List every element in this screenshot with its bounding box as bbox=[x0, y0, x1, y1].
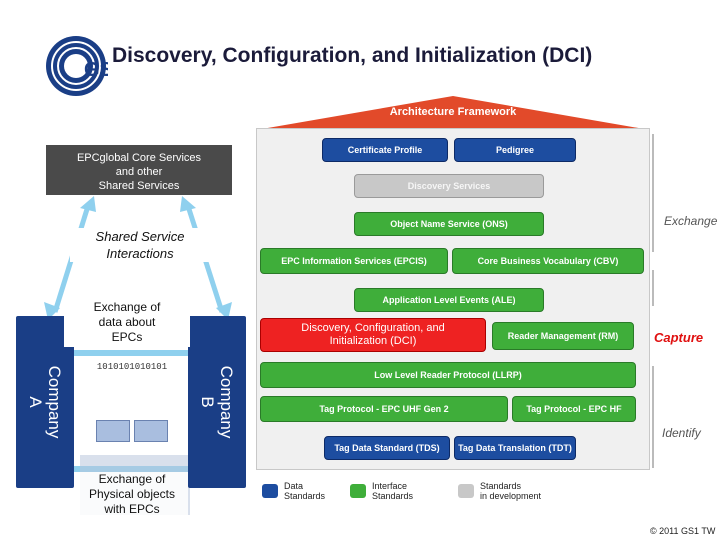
uhf-block: Tag Protocol - EPC UHF Gen 2 bbox=[260, 396, 508, 422]
legend-development-swatch bbox=[458, 484, 474, 498]
company-b-line-2: B bbox=[198, 396, 217, 408]
architecture-roof bbox=[256, 96, 650, 130]
exchange-phys-line-2: Physical objects bbox=[88, 487, 176, 501]
exchange-divider bbox=[652, 134, 654, 252]
llrp-block: Low Level Reader Protocol (LLRP) bbox=[260, 362, 636, 388]
pallet-icon bbox=[134, 420, 168, 442]
exchange-data-line-2: data about bbox=[98, 315, 156, 329]
discovery-services-block: Discovery Services bbox=[354, 174, 544, 198]
exchange-data-line-1: Exchange of bbox=[93, 300, 161, 314]
copyright-text: © 2011 GS1 TW bbox=[650, 526, 716, 536]
company-b-label: Company B bbox=[198, 327, 236, 477]
dci-block: Discovery, Configuration, and Initializa… bbox=[260, 318, 486, 352]
binary-stream: 1010101010101 bbox=[96, 362, 168, 372]
capture-label: Capture bbox=[654, 330, 704, 345]
pedigree-block: Pedigree bbox=[454, 138, 576, 162]
legend-interface-swatch bbox=[350, 484, 366, 498]
identify-label: Identify bbox=[662, 426, 701, 440]
identify-divider bbox=[652, 366, 654, 468]
legend-data-swatch bbox=[262, 484, 278, 498]
company-a-line-1: Company bbox=[45, 365, 64, 439]
legend-development-line-1: Standards bbox=[480, 481, 522, 491]
core-line-3: Shared Services bbox=[98, 180, 180, 192]
exchange-label: Exchange bbox=[664, 214, 718, 228]
company-a-label: Company A bbox=[26, 327, 64, 477]
company-a-line-2: A bbox=[26, 396, 45, 408]
epcis-block: EPC Information Services (EPCIS) bbox=[260, 248, 448, 274]
legend-interface-label: Interface Standards bbox=[372, 481, 413, 501]
shared-line-2: Interactions bbox=[106, 246, 174, 261]
exchange-data-label: Exchange of data about EPCs bbox=[64, 298, 190, 347]
core-line-1: EPCglobal Core Services bbox=[76, 152, 202, 164]
cbv-block: Core Business Vocabulary (CBV) bbox=[452, 248, 644, 274]
legend-data-label: Data Standards bbox=[284, 481, 325, 501]
gs1-logo-text: GS1 bbox=[84, 59, 108, 81]
ons-block: Object Name Service (ONS) bbox=[354, 212, 544, 236]
page-title: Discovery, Configuration, and Initializa… bbox=[112, 44, 593, 67]
legend-interface-line-2: Standards bbox=[372, 491, 414, 501]
company-b-box: Company B bbox=[188, 316, 246, 488]
legend-development-line-2: in development bbox=[480, 491, 542, 501]
hf-block: Tag Protocol - EPC HF bbox=[512, 396, 636, 422]
legend-data-line-1: Data bbox=[284, 481, 304, 491]
legend-data-line-2: Standards bbox=[284, 491, 326, 501]
dci-line-2: Initialization (DCI) bbox=[329, 335, 417, 347]
core-line-2: and other bbox=[115, 166, 163, 178]
architecture-framework-title: Architecture Framework bbox=[389, 106, 517, 118]
legend-development-label: Standards in development bbox=[480, 481, 541, 501]
rm-block: Reader Management (RM) bbox=[492, 322, 634, 350]
gs1-logo: GS1 bbox=[46, 36, 108, 96]
legend-interface-line-1: Interface bbox=[372, 481, 408, 491]
shared-line-1: Shared Service bbox=[95, 229, 185, 244]
capture-divider bbox=[652, 270, 654, 306]
certificate-profile-block: Certificate Profile bbox=[322, 138, 448, 162]
exchange-phys-line-1: Exchange of bbox=[98, 472, 166, 486]
tdt-block: Tag Data Translation (TDT) bbox=[454, 436, 576, 460]
exchange-phys-line-3: with EPCs bbox=[104, 502, 160, 516]
shared-service-label: Shared Service Interactions bbox=[70, 228, 210, 262]
core-services-box: EPCglobal Core Services and other Shared… bbox=[46, 145, 232, 195]
exchange-data-line-3: EPCs bbox=[111, 330, 143, 344]
exchange-physical-label: Exchange of Physical objects with EPCs bbox=[76, 472, 188, 517]
company-b-line-1: Company bbox=[217, 365, 236, 439]
tds-block: Tag Data Standard (TDS) bbox=[324, 436, 450, 460]
dci-line-1: Discovery, Configuration, and bbox=[301, 322, 445, 334]
ale-block: Application Level Events (ALE) bbox=[354, 288, 544, 312]
pallet-icon bbox=[96, 420, 130, 442]
